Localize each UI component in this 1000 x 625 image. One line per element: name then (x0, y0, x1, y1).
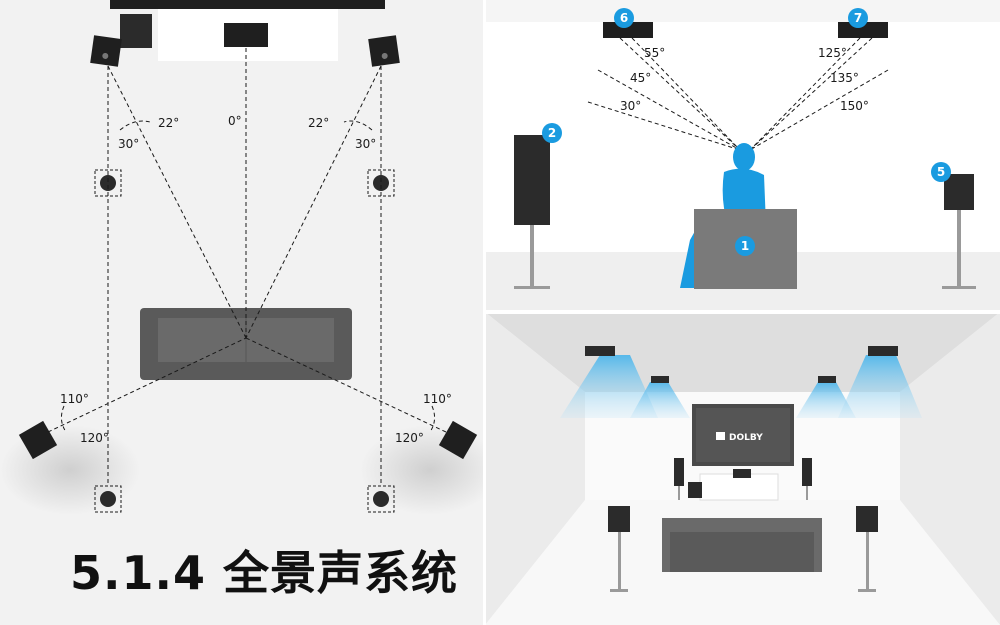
room-surround-left-speaker (608, 506, 630, 592)
svg-text:6: 6 (620, 11, 628, 25)
dolby-logo-icon (716, 432, 725, 440)
ceiling-beam-front-right (838, 355, 922, 418)
center-speaker (224, 23, 268, 47)
room-subwoofer (688, 482, 702, 498)
room-view-panel: DOLBY (485, 312, 1000, 625)
angle-label-surround-left-upper: 110° (60, 392, 89, 406)
svg-text:2: 2 (548, 126, 556, 140)
angle-label-rear-height-135: 135° (830, 71, 859, 85)
angle-label-front-left-inner: 22° (158, 116, 179, 130)
svg-text:7: 7 (854, 11, 862, 25)
angle-label-front-left-outer: 30° (118, 137, 139, 151)
top-rear-right-ceiling-speaker (367, 485, 395, 513)
room-front-left-speaker (674, 458, 684, 500)
ceiling-beam-rear-right (796, 382, 856, 418)
room-front-right-speaker (802, 458, 812, 500)
angle-label-surround-left-lower: 120° (80, 431, 109, 445)
ceiling-beam-rear-left (630, 382, 690, 418)
front-screen (110, 0, 385, 9)
angle-label-front-height-45: 45° (630, 71, 651, 85)
side-view-angle-rays (587, 37, 889, 151)
angle-label-rear-height-125: 125° (818, 46, 847, 60)
front-right-speaker (368, 35, 400, 67)
angle-label-front-right-inner: 22° (308, 116, 329, 130)
room-ceiling-speaker-1 (585, 346, 615, 356)
side-rear-speaker (942, 174, 976, 289)
angle-label-surround-right-upper: 110° (423, 392, 452, 406)
room-ceiling-speaker-2 (651, 376, 669, 383)
badge-5: 5 (931, 162, 951, 182)
angle-label-center: 0° (228, 114, 242, 128)
side-view-panel: 55° 45° 30° 125° 135° 150° 1 (485, 0, 1000, 312)
badge-1: 1 (735, 236, 755, 256)
room-ceiling-speaker-3 (818, 376, 836, 383)
ceiling-beam-front-left (560, 355, 658, 418)
angle-label-front-right-outer: 30° (355, 137, 376, 151)
subwoofer (120, 14, 152, 48)
side-front-speaker (514, 135, 550, 289)
badge-6: 6 (614, 8, 634, 28)
svg-text:1: 1 (741, 239, 749, 253)
screen-logo-text: DOLBY (729, 433, 763, 443)
room-ceiling-speaker-4 (868, 346, 898, 356)
top-view-sofa (140, 308, 352, 380)
angle-label-rear-height-150: 150° (840, 99, 869, 113)
surround-left-speaker (18, 420, 58, 460)
room-center-speaker (733, 469, 751, 478)
angle-label-surround-right-lower: 120° (395, 431, 424, 445)
room-surround-right-speaker (856, 506, 878, 592)
angle-label-front-height-30: 30° (620, 99, 641, 113)
badge-7: 7 (848, 8, 868, 28)
room-screen: DOLBY (692, 404, 794, 466)
badge-2: 2 (542, 123, 562, 143)
room-console (699, 473, 779, 501)
angle-label-front-height-55: 55° (644, 46, 665, 60)
top-view-panel: 22° 30° 0° 22° 30° 110° 120° 110° 120° (0, 0, 500, 625)
panel-separator-vertical (483, 0, 486, 625)
panel-separator-horizontal (485, 310, 1000, 314)
page-title: 5.1.4 全景声系统 (70, 546, 458, 600)
side-ceiling-speaker-6 (603, 22, 653, 38)
top-rear-left-ceiling-speaker (94, 485, 122, 513)
room-sofa (662, 518, 822, 572)
front-left-speaker (90, 35, 122, 67)
svg-text:5: 5 (937, 165, 945, 179)
surround-right-speaker (438, 420, 478, 460)
side-ceiling-speaker-7 (838, 22, 888, 38)
top-view-guide-lines (47, 48, 447, 486)
